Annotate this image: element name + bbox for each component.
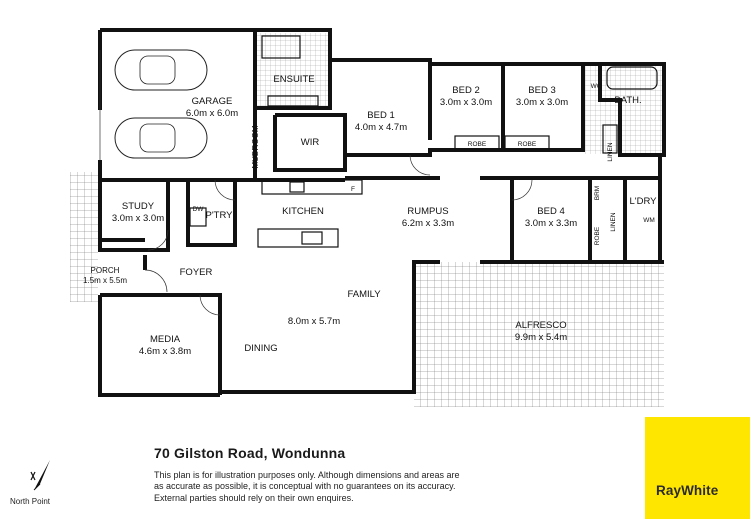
door-swing-bed4: [511, 179, 533, 201]
bath-wall: [598, 64, 664, 157]
family-dims: 8.0m x 5.7m: [288, 316, 340, 327]
bed2-label: BED 2: [452, 85, 479, 96]
car-top: [114, 49, 208, 91]
media-label: MEDIA: [150, 334, 181, 345]
alfresco-dims: 9.9m x 5.4m: [515, 332, 567, 343]
brm-label: BRM: [594, 186, 601, 200]
door-swing-pantry: [214, 179, 236, 201]
ensuite-wall: [255, 60, 332, 110]
linen-mid-label: LINEN: [610, 212, 617, 231]
ensuite-label: ENSUITE: [273, 74, 314, 85]
bed2-dims: 3.0m x 3.0m: [440, 97, 492, 108]
bathtub: [606, 66, 658, 90]
bed1-label: BED 1: [367, 110, 394, 121]
door-swing-media: [199, 294, 221, 316]
rumpus-label: RUMPUS: [407, 206, 448, 217]
dishwasher: [189, 207, 207, 227]
robe-bed4-label: ROBE: [594, 226, 601, 245]
laundry-label: L'DRY: [630, 196, 658, 207]
door-swing-study: [147, 229, 169, 251]
mudroom-label: MUDROOM: [251, 125, 260, 168]
linen-top-label: LINEN: [607, 142, 614, 161]
door-swing-bed1: [409, 154, 431, 176]
robe-bed2-label: ROBE: [468, 141, 487, 148]
porch-label: PORCH: [91, 266, 120, 275]
disclaimer-line: This plan is for illustration purposes o…: [154, 470, 460, 480]
disclaimer-line: as accurate as possible, it is conceptua…: [154, 481, 456, 492]
bed3-dims: 3.0m x 3.0m: [516, 97, 568, 108]
study-dims: 3.0m x 3.0m: [112, 213, 164, 224]
robe-bed2: [454, 135, 500, 151]
rumpus-dims: 6.2m x 3.3m: [402, 218, 454, 229]
dining-label: DINING: [244, 343, 277, 354]
door-swing-entry: [144, 269, 168, 293]
robe-bed3-label: ROBE: [518, 141, 537, 148]
north-arrow-icon: [30, 460, 50, 491]
disclaimer-text: This plan is for illustration purposes o…: [154, 470, 474, 504]
kitchen-label: KITCHEN: [282, 206, 324, 217]
raywhite-logo: RayWhite: [645, 417, 750, 519]
property-address: 70 Gilston Road, Wondunna: [154, 445, 346, 461]
study-wall: [98, 180, 170, 252]
bed4-label: BED 4: [537, 206, 564, 217]
porch-dims: 1.5m x 5.5m: [83, 276, 127, 285]
media-dims: 4.6m x 3.8m: [139, 346, 191, 357]
wir-wall: [273, 113, 347, 172]
study-label: STUDY: [122, 201, 155, 212]
garage-dims: 6.0m x 6.0m: [186, 108, 238, 119]
alfresco-paving: [414, 262, 664, 407]
media-wall: [98, 295, 220, 397]
bed4-dims: 3.0m x 3.3m: [525, 218, 577, 229]
garage-label: GARAGE: [192, 96, 233, 107]
kitchen-bench-back: [261, 179, 363, 195]
family-label: FAMILY: [347, 289, 381, 300]
porch-paving: [70, 172, 98, 302]
dw-label: DW: [193, 206, 205, 213]
ensuite-tiles: [255, 33, 330, 108]
car-bottom: [114, 117, 208, 159]
outer-wall: [100, 28, 666, 263]
kitchen-island: [257, 228, 339, 248]
fridge-label: F: [351, 186, 355, 193]
vanity: [267, 95, 319, 107]
wm-label: WM: [643, 217, 655, 224]
floor-plan: GARAGE 6.0m x 6.0m ENSUITE WIR MUDROOM B…: [70, 28, 666, 407]
west-wall: [98, 160, 145, 242]
media-wall-inner: [100, 293, 222, 395]
linen-top-cupboard: [602, 124, 618, 154]
wir-label: WIR: [301, 137, 320, 148]
alfresco-label: ALFRESCO: [515, 320, 566, 331]
wc-label: WC: [591, 83, 602, 90]
north-point-label: North Point: [10, 497, 51, 506]
bedroom-corridor-wall: [345, 130, 585, 157]
bed3-label: BED 3: [528, 85, 555, 96]
robe-bed3: [504, 135, 550, 151]
bed1-dims: 4.0m x 4.7m: [355, 122, 407, 133]
cooktop: [289, 181, 305, 193]
sink: [301, 231, 323, 245]
bath-label: BATH.: [614, 95, 641, 106]
south-wall: [218, 260, 440, 395]
bath-tiles: [585, 62, 663, 154]
pantry-label: P'TRY: [206, 210, 234, 221]
pantry-wall: [186, 180, 237, 247]
brand-name: RayWhite: [656, 483, 719, 498]
disclaimer-line: External parties should rely on their ow…: [154, 492, 354, 503]
foyer-label: FOYER: [180, 267, 213, 278]
shower: [261, 35, 301, 59]
